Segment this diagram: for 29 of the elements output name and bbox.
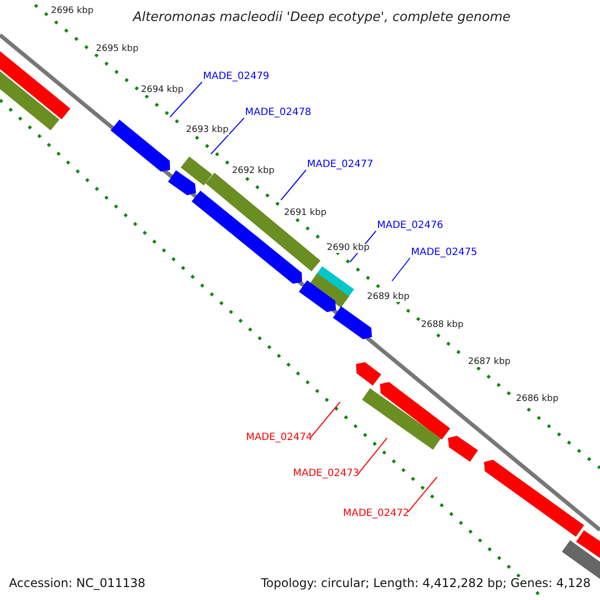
leader-line [210, 118, 244, 154]
map-title: Alteromonas macleodii 'Deep ecotype', complete genome [133, 11, 510, 24]
gene-label: MADE_02477 [307, 160, 374, 170]
leader-line [170, 82, 202, 118]
gene-label: MADE_02479 [203, 72, 270, 82]
leader-line [408, 476, 438, 512]
scale-label: 2690 kbp [326, 244, 370, 253]
gene-label: MADE_02476 [377, 221, 444, 231]
scale-label: 2695 kbp [95, 45, 140, 54]
gene-label: MADE_02474 [246, 433, 312, 443]
leader-line [310, 402, 340, 438]
accession-text: Accession: NC_011138 [9, 577, 146, 589]
scale-label: 2696 kbp [50, 7, 94, 16]
leader-line [358, 438, 388, 474]
scale-label: 2691 kbp [283, 209, 328, 218]
gene-label: MADE_02472 [343, 509, 410, 519]
gene-label: MADE_02475 [411, 248, 478, 258]
scale-label: 2694 kbp [140, 86, 184, 95]
gene-label: MADE_02478 [245, 108, 312, 118]
gene-label: MADE_02473 [293, 469, 360, 479]
leader-line [280, 170, 306, 200]
scale-label: 2693 kbp [185, 126, 230, 135]
scale-label: 2686 kbp [515, 395, 560, 404]
leader-line [392, 258, 410, 282]
scale-label: 2687 kbp [467, 358, 512, 367]
scale-label: 2692 kbp [231, 167, 276, 176]
scale-label: 2689 kbp [366, 293, 410, 302]
scale-label: 2688 kbp [420, 321, 464, 330]
genome-stats-text: Topology: circular; Length: 4,412,282 bp; Genes: 4,128 [261, 577, 591, 589]
